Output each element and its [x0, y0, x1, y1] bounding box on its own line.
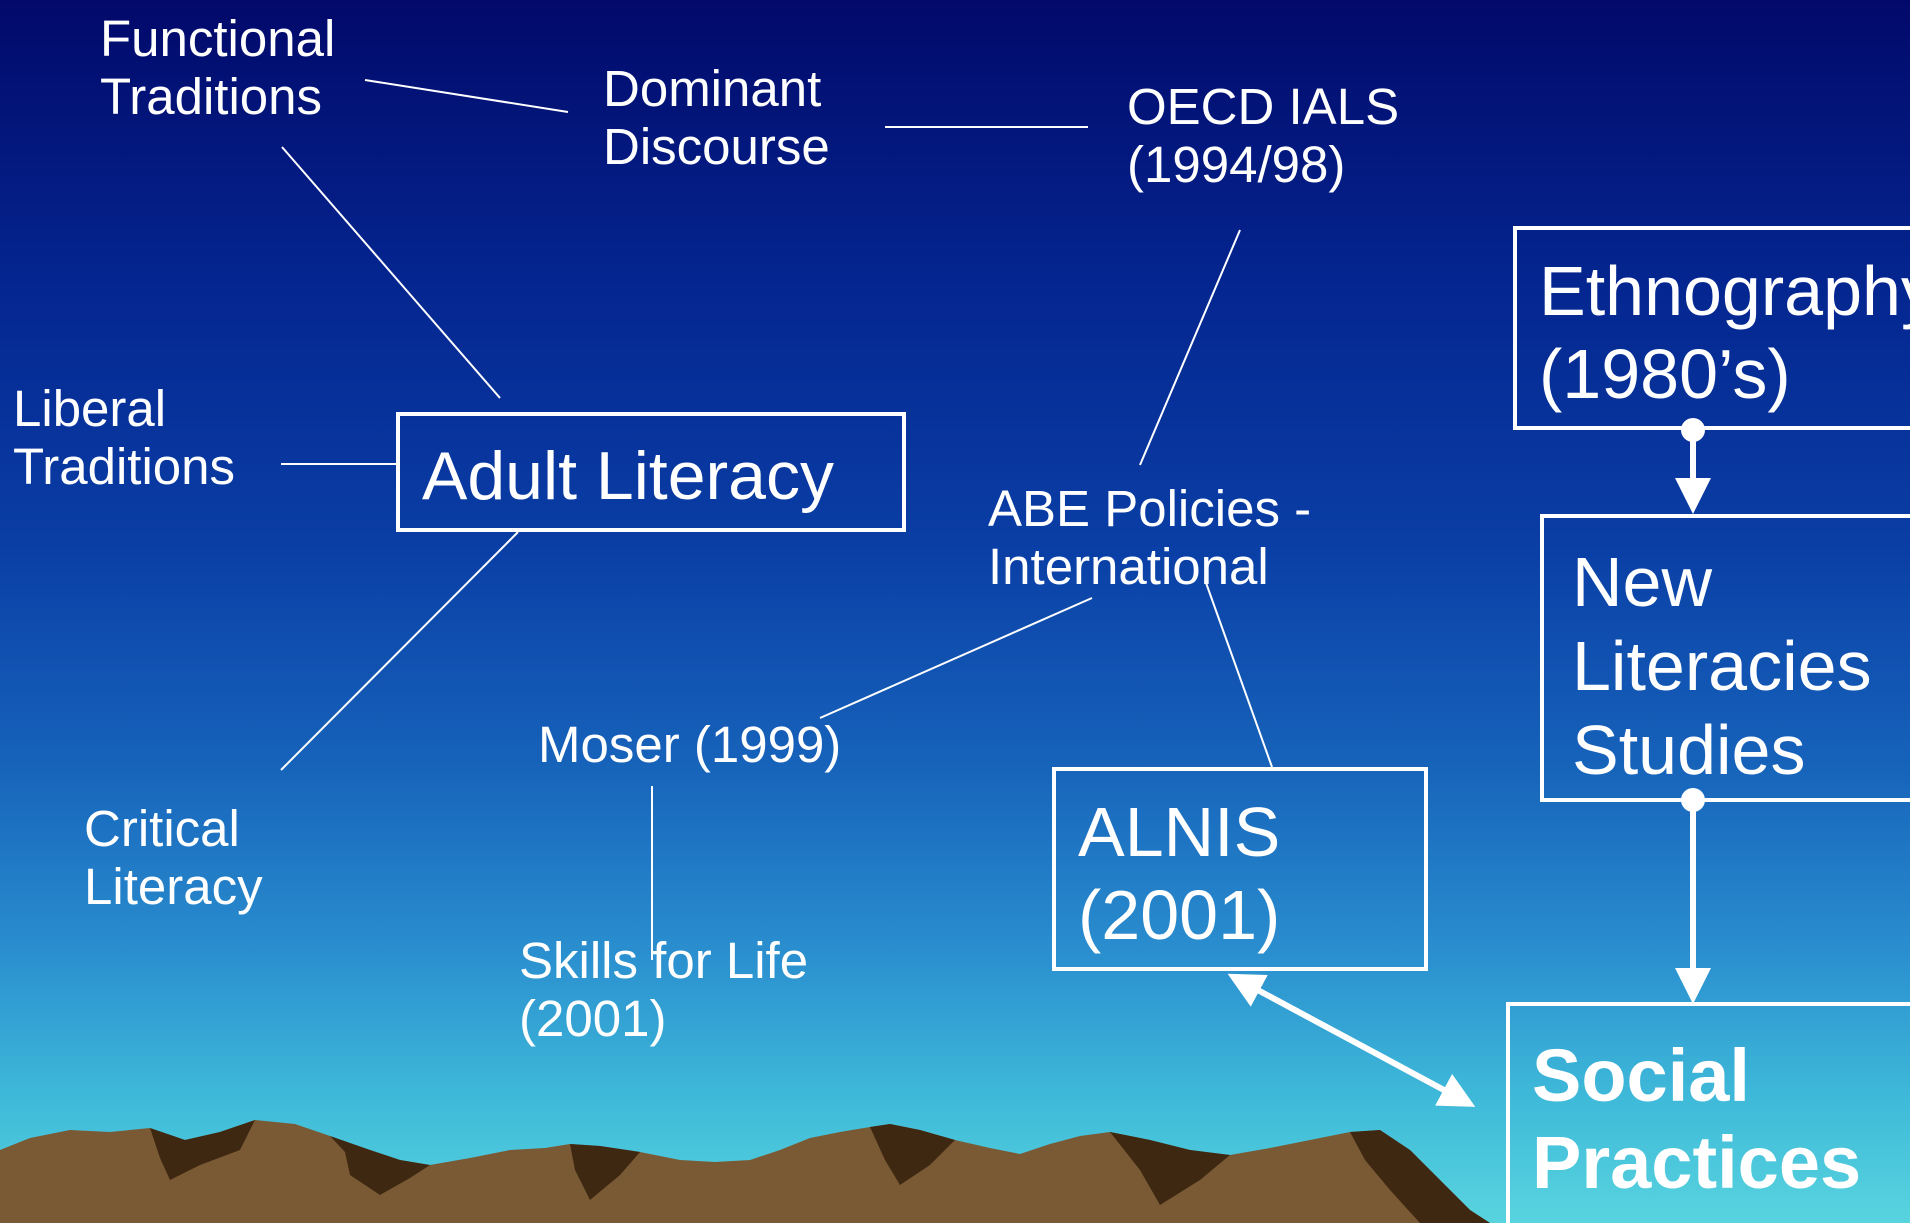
mountain-shadow	[330, 1136, 430, 1195]
box-alnis: ALNIS (2001)	[1052, 767, 1428, 971]
link-oecd-abe	[1139, 229, 1241, 466]
mountain-shadow	[1110, 1132, 1230, 1205]
box-new-literacies-text: New Literacies Studies	[1572, 543, 1872, 789]
link-functional-dominant	[364, 79, 569, 113]
box-adult-literacy-text: Adult Literacy	[422, 438, 834, 514]
label-moser: Moser (1999)	[538, 716, 842, 773]
box-ethnography-text: Ethnography (1980’s)	[1539, 252, 1910, 413]
mountain-shadow	[150, 1120, 255, 1180]
label-functional-traditions: Functional Traditions	[100, 10, 336, 126]
label-liberal-traditions: Liberal Traditions	[13, 380, 236, 496]
link-functional-adult	[281, 146, 501, 399]
box-social-practices: Social Practices	[1506, 1002, 1910, 1223]
label-oecd-ials: OECD IALS (1994/98)	[1127, 78, 1400, 194]
box-social-practices-text: Social Practices	[1532, 1034, 1862, 1205]
connector-dot-ethnography	[1681, 418, 1705, 442]
mountain-shadow	[1350, 1130, 1490, 1223]
label-skills-for-life: Skills for Life (2001)	[519, 932, 809, 1048]
box-new-literacies: New Literacies Studies	[1540, 514, 1910, 802]
link-adult-critical	[280, 531, 519, 771]
link-abe-moser	[819, 597, 1093, 719]
box-alnis-text: ALNIS (2001)	[1078, 793, 1281, 954]
box-ethnography: Ethnography (1980’s)	[1513, 226, 1910, 430]
link-abe-alnis	[1204, 579, 1273, 768]
mountain-shadow	[870, 1124, 955, 1185]
box-adult-literacy: Adult Literacy	[396, 412, 906, 532]
label-critical-literacy: Critical Literacy	[84, 800, 263, 916]
arrow-alnis-social-practices	[1227, 973, 1476, 1107]
label-abe-policies: ABE Policies - International	[988, 480, 1312, 596]
mountain-shadow	[570, 1144, 640, 1200]
label-dominant-discourse: Dominant Discourse	[603, 60, 830, 176]
mountain-range	[0, 1120, 1490, 1223]
